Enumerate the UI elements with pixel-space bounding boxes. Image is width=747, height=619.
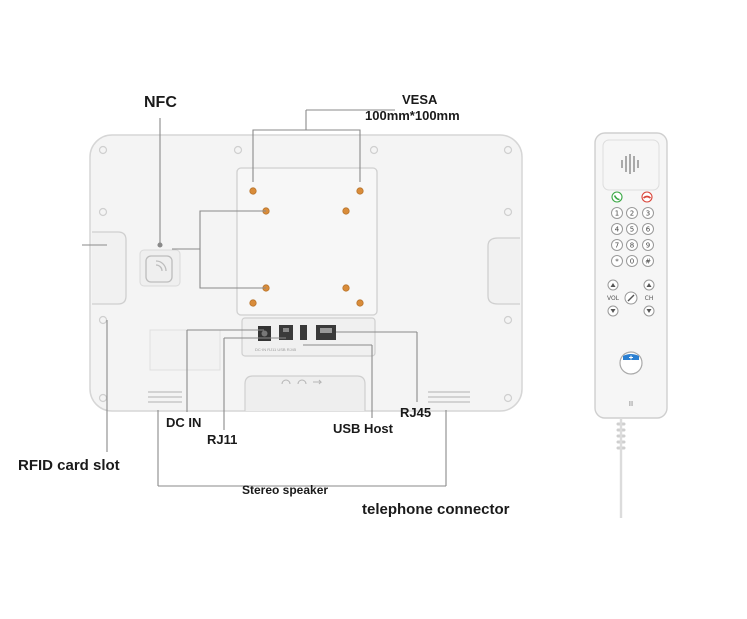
keypad-key-label: 9 [646, 242, 650, 250]
vesa-size-label: 100mm*100mm [365, 108, 460, 123]
keypad-key-label: 8 [630, 242, 634, 250]
keypad-key-label: # [645, 258, 651, 266]
vesa-screw [356, 299, 364, 307]
hangup-icon [642, 195, 652, 199]
corner-screw [503, 207, 513, 217]
nurse-call-button [619, 351, 643, 375]
telephone-connector-label: telephone connector [362, 501, 510, 518]
keypad-key [642, 207, 654, 219]
ch-label: CH [645, 295, 654, 302]
vesa-title-label: VESA [402, 92, 438, 107]
usb-host-label: USB Host [333, 421, 393, 436]
keypad-key-label: 5 [630, 226, 634, 234]
earpiece-icon [621, 154, 639, 174]
corner-screw [369, 145, 379, 155]
keypad-key [642, 255, 654, 267]
nfc-label: NFC [144, 94, 177, 111]
mute-icon [627, 294, 635, 302]
corner-screw [503, 315, 513, 325]
nfc-icon [145, 255, 173, 283]
vesa-screw [356, 187, 364, 195]
keypad-key [626, 255, 638, 267]
rj45-label: RJ45 [400, 405, 432, 420]
keypad: 1 2 3 4 5 6 7 8 9 * 0 # [611, 207, 654, 267]
corner-screw [503, 145, 513, 155]
keypad-key [642, 223, 654, 235]
keypad-key [611, 223, 623, 235]
leader-lines [82, 109, 447, 487]
chevron-down-icon [610, 309, 616, 313]
keypad-key-label: 3 [646, 210, 650, 218]
right-mount-bracket [487, 237, 520, 305]
nfc-area [139, 249, 181, 287]
dc-in-label: DC IN [166, 415, 202, 430]
keypad-key-label: 2 [630, 210, 634, 218]
keypad-key [626, 239, 638, 251]
call-button [611, 191, 623, 203]
rj11-label: RJ11 [207, 432, 238, 447]
vol-label: VOL [607, 295, 620, 302]
keypad-key [611, 207, 623, 219]
svg-text:DC·IN RJ11 USB RJ45: DC·IN RJ11 USB RJ45 [255, 347, 297, 352]
keypad-key-label: 6 [646, 226, 651, 234]
call-icon [613, 195, 620, 201]
keypad-key-label: 7 [615, 242, 619, 250]
keypad-key [611, 255, 623, 267]
keypad-key [626, 207, 638, 219]
chevron-up-icon [646, 283, 652, 287]
bottom-stand [244, 375, 366, 411]
vesa-screw [342, 207, 350, 215]
keypad-key-label: 1 [615, 210, 619, 218]
chevron-up-icon [610, 283, 616, 287]
corner-screw [233, 145, 243, 155]
port-panel [241, 317, 376, 357]
handset: 1 2 3 4 5 6 7 8 9 * 0 # VOL CH II [594, 132, 668, 518]
keypad-key-label: * [615, 258, 619, 266]
usb-host-port [300, 325, 307, 340]
corner-screw [98, 145, 108, 155]
tablet-back: DC·IN RJ11 USB RJ45 [89, 134, 523, 412]
keypad-key-label: 0 [630, 258, 634, 266]
corner-screw [503, 393, 513, 403]
corner-screw [98, 207, 108, 217]
vesa-screw [249, 187, 257, 195]
left-mount-bracket [92, 231, 127, 305]
keypad-key-label: 4 [615, 226, 620, 234]
chevron-down-icon [646, 309, 652, 313]
stereo-speaker-label: Stereo speaker [242, 483, 329, 497]
rfid-slot-area [149, 329, 221, 371]
vesa-plate [236, 167, 378, 316]
handset-bottom-mark: II [629, 400, 633, 408]
keypad-key [626, 223, 638, 235]
handset-body [594, 132, 668, 419]
keypad-key [642, 239, 654, 251]
vesa-screw [249, 299, 257, 307]
plus-icon [629, 355, 633, 360]
vesa-screw [342, 284, 350, 292]
keypad-key [611, 239, 623, 251]
rfid-label: RFID card slot [18, 457, 120, 474]
rj11-port [279, 325, 293, 340]
